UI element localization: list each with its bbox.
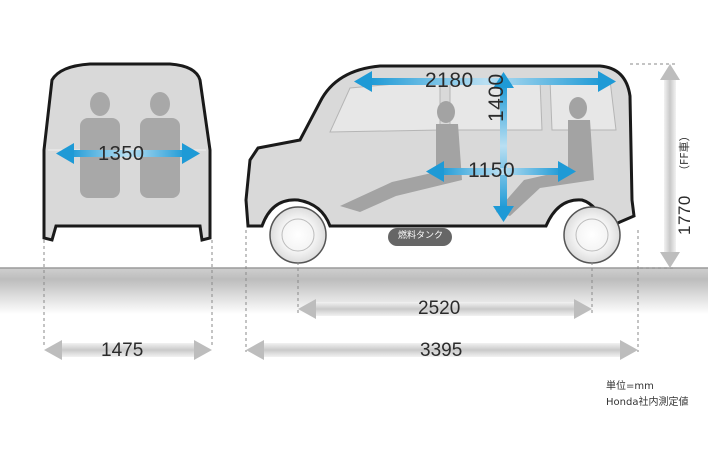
overall-height-bar — [660, 64, 680, 268]
overall-width-bar — [44, 340, 212, 360]
front-wheel — [269, 206, 327, 264]
fuel-tank-label: 燃料タンク — [398, 231, 444, 241]
interior-width-label: 1350 — [98, 143, 145, 165]
front-view — [42, 62, 213, 345]
wheelbase-bar — [298, 299, 592, 319]
seat-spacing-arrow — [426, 161, 576, 182]
interior-width-arrow — [56, 143, 200, 164]
seat-spacing-label: 1150 — [468, 159, 516, 182]
source-note: Honda社内測定値 — [606, 397, 689, 408]
overall-length-bar — [246, 340, 638, 360]
interior-length-label: 2180 — [425, 69, 474, 92]
overall-height-note: （FF車） — [678, 130, 691, 176]
overall-height-label: 1770 — [675, 195, 694, 235]
overall-length-label: 3395 — [420, 340, 463, 361]
interior-height-arrow — [493, 72, 514, 222]
rear-passenger — [496, 97, 594, 216]
rear-wheel — [563, 206, 621, 264]
interior-length-arrow — [354, 71, 616, 92]
side-view — [244, 63, 676, 352]
unit-note: 単位=mm — [606, 381, 654, 392]
fuel-tank-shape — [388, 228, 452, 246]
front-seat-right — [140, 92, 180, 198]
overall-width-label: 1475 — [101, 340, 144, 361]
wheelbase-label: 2520 — [418, 298, 461, 319]
front-seat-left — [80, 92, 120, 198]
interior-height-label: 1400 — [485, 73, 508, 122]
